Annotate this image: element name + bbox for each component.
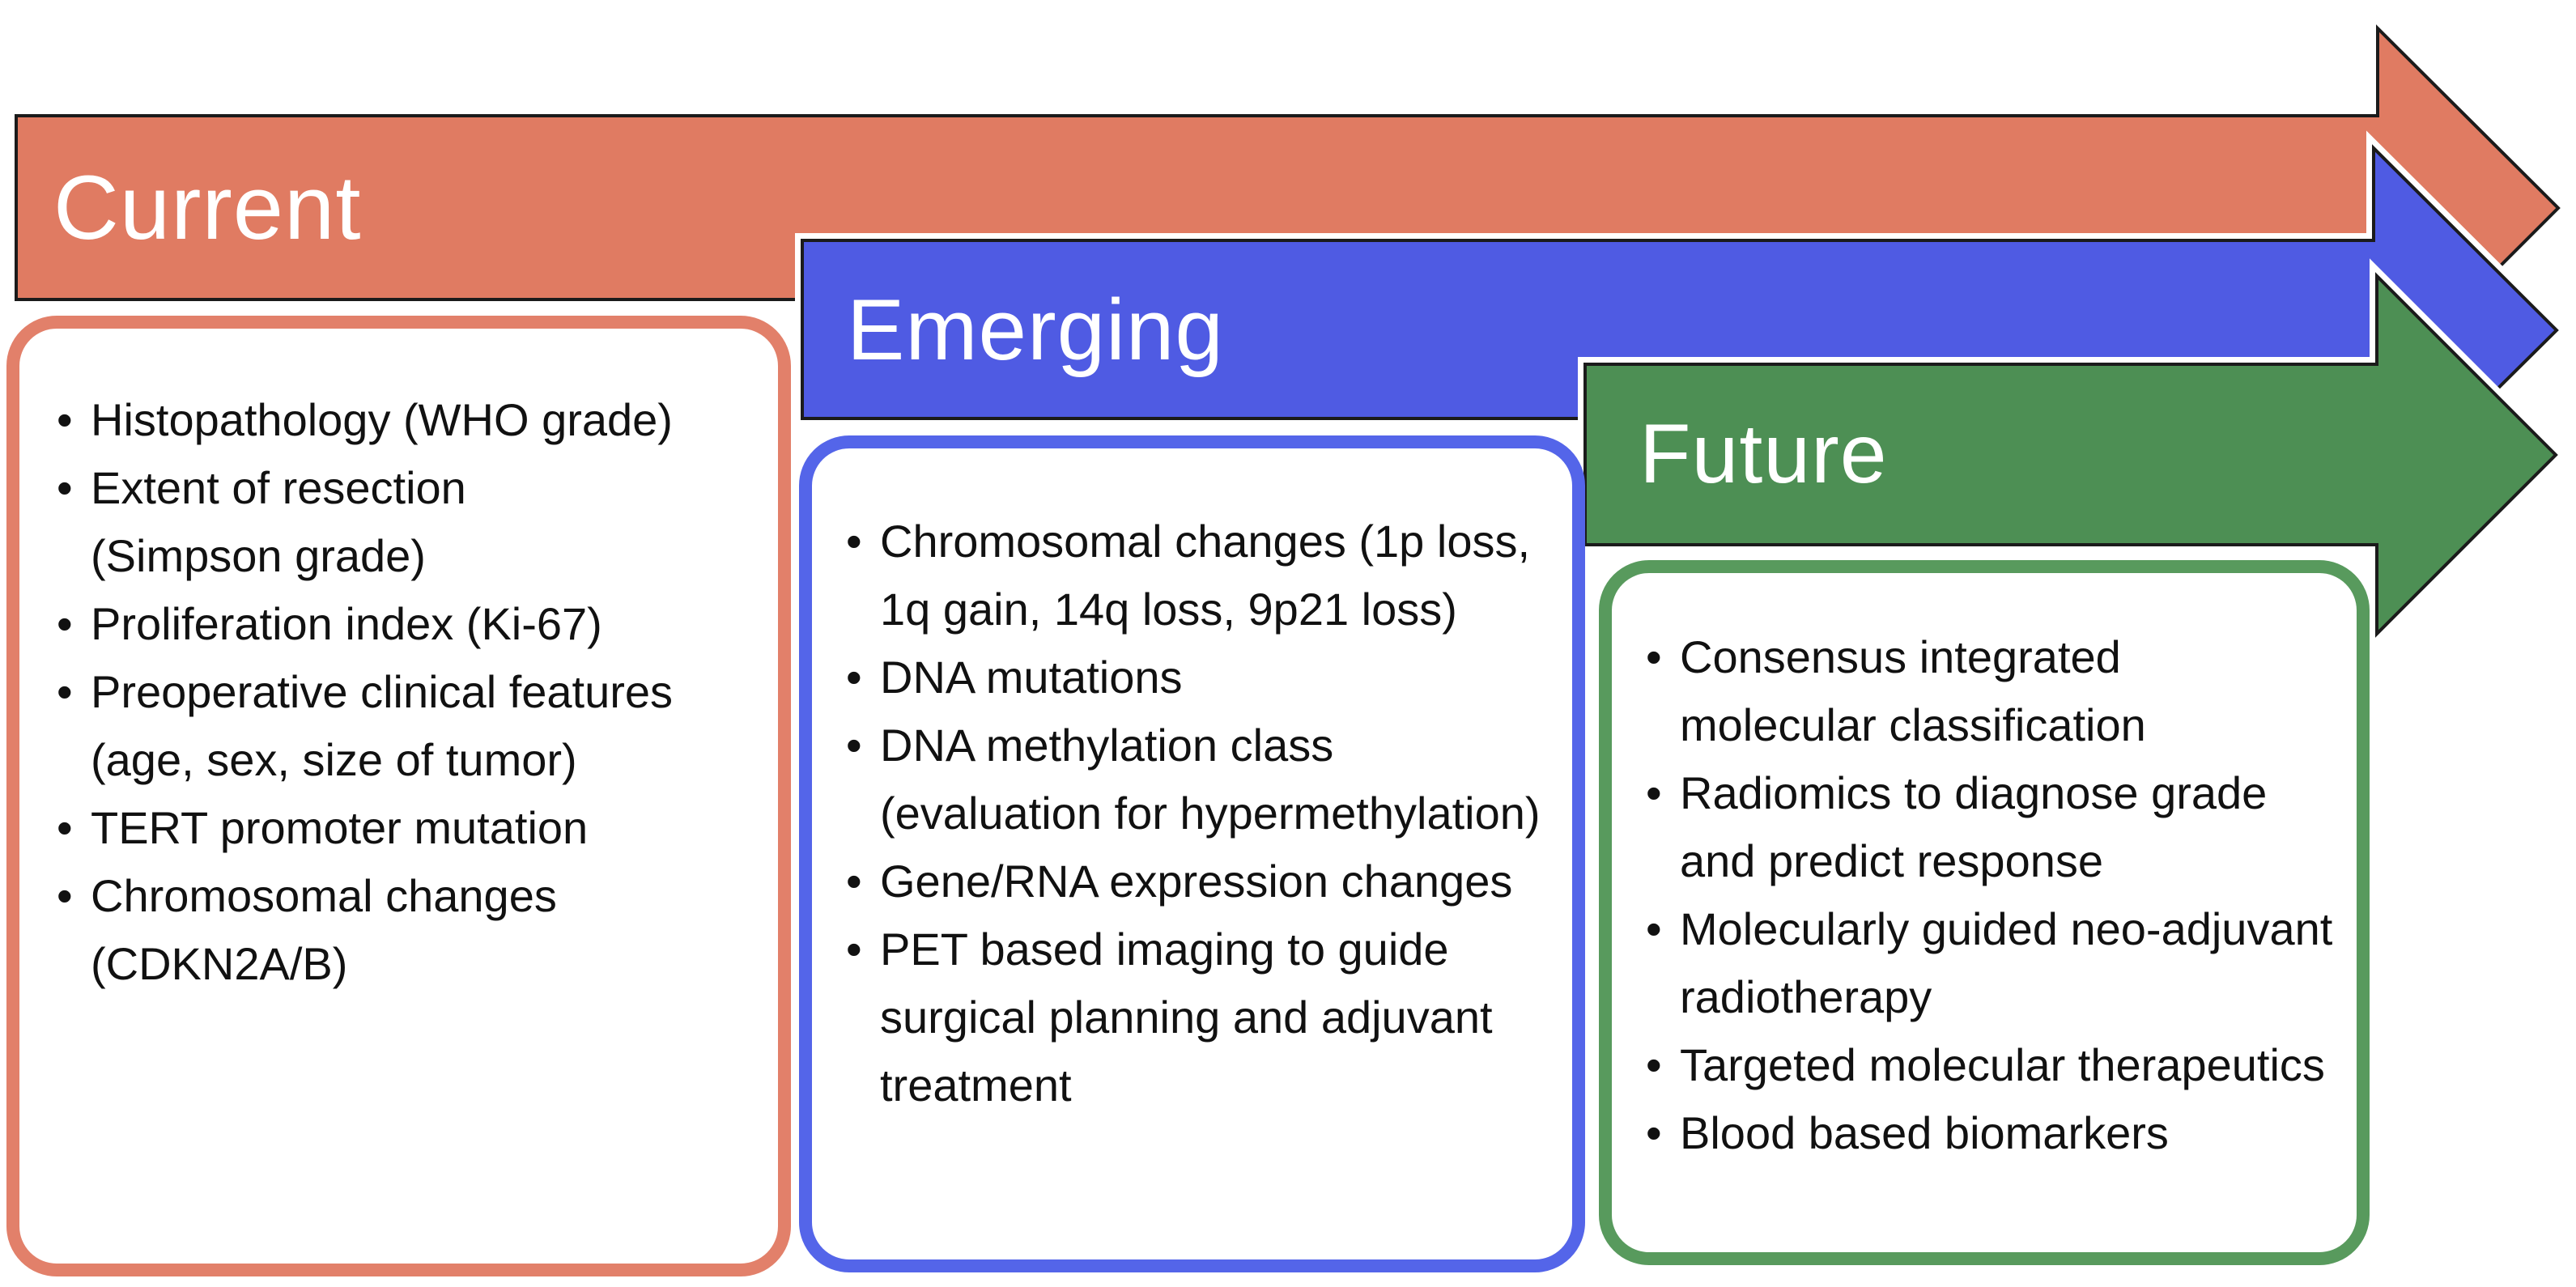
future-bullet-list: Consensus integrated molecular classific… (1612, 573, 2357, 1167)
list-item: Molecularly guided neo-adjuvant radiothe… (1644, 895, 2337, 1031)
list-item: Chromosomal changes (1p loss, 1q gain, 1… (844, 508, 1553, 644)
list-item: Consensus integrated molecular classific… (1644, 623, 2337, 759)
emerging-bullet-list: Chromosomal changes (1p loss, 1q gain, 1… (812, 448, 1572, 1119)
list-item: DNA methylation class (evaluation for hy… (844, 711, 1553, 847)
current-box: Histopathology (WHO grade)Extent of rese… (6, 316, 791, 1276)
future-box: Consensus integrated molecular classific… (1599, 560, 2370, 1265)
emerging-box: Chromosomal changes (1p loss, 1q gain, 1… (799, 435, 1585, 1272)
list-item: Proliferation index (Ki-67) (55, 590, 759, 658)
list-item: DNA mutations (844, 644, 1553, 711)
list-item: Histopathology (WHO grade) (55, 386, 759, 454)
list-item: Gene/RNA expression changes (844, 847, 1553, 915)
list-item: PET based imaging to guide surgical plan… (844, 915, 1553, 1119)
future-arrow (1578, 258, 2566, 652)
future-arrow-shape (1583, 272, 2558, 638)
list-item: Extent of resection (Simpson grade) (55, 454, 759, 590)
list-item: Preoperative clinical features (age, sex… (55, 658, 759, 794)
list-item: TERT promoter mutation (55, 794, 759, 862)
list-item: Targeted molecular therapeutics (1644, 1031, 2337, 1099)
current-bullet-list: Histopathology (WHO grade)Extent of rese… (19, 329, 778, 998)
list-item: Radiomics to diagnose grade and predict … (1644, 759, 2337, 895)
list-item: Chromosomal changes (CDKN2A/B) (55, 862, 759, 998)
list-item: Blood based biomarkers (1644, 1099, 2337, 1167)
